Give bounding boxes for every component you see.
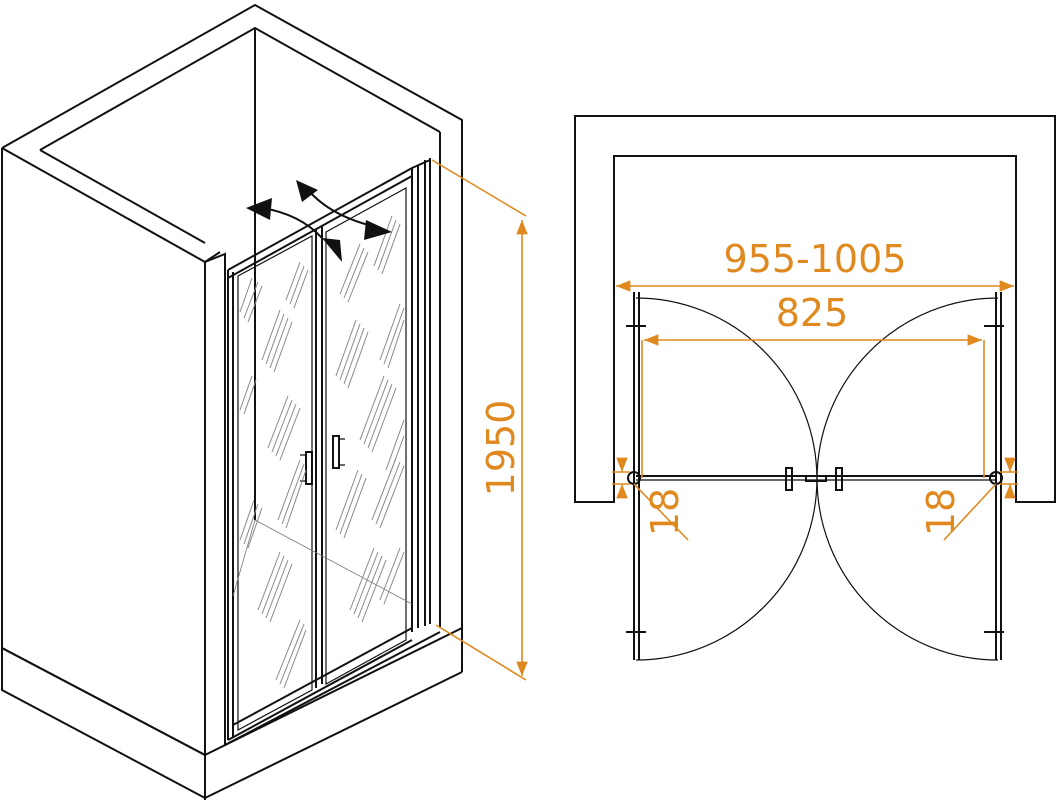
height-dimension-label: 1950 — [479, 400, 523, 497]
right-gap-dimension — [943, 457, 1018, 541]
opening-dimension — [641, 334, 985, 478]
swing-arcs — [635, 297, 999, 661]
open-door-panels — [626, 292, 1004, 660]
height-dimension — [431, 159, 528, 681]
plan-walls — [574, 115, 1056, 503]
plan-view: 955-1005 825 18 18 — [574, 115, 1056, 661]
closed-door-line — [627, 467, 1003, 491]
glass-texture — [239, 215, 405, 689]
shower-tray — [1, 627, 463, 800]
isometric-view: 1950 — [1, 3, 528, 800]
swing-direction-arrows — [246, 180, 392, 262]
left-gap-label: 18 — [643, 488, 687, 536]
alcove-walls — [1, 3, 463, 757]
door-frame — [227, 158, 431, 741]
right-gap-label: 18 — [919, 488, 963, 536]
left-gap-dimension — [612, 457, 689, 541]
width-range-label: 955-1005 — [724, 237, 907, 281]
door-handles — [300, 435, 345, 485]
door-leaves — [232, 186, 413, 732]
opening-label: 825 — [776, 291, 849, 335]
